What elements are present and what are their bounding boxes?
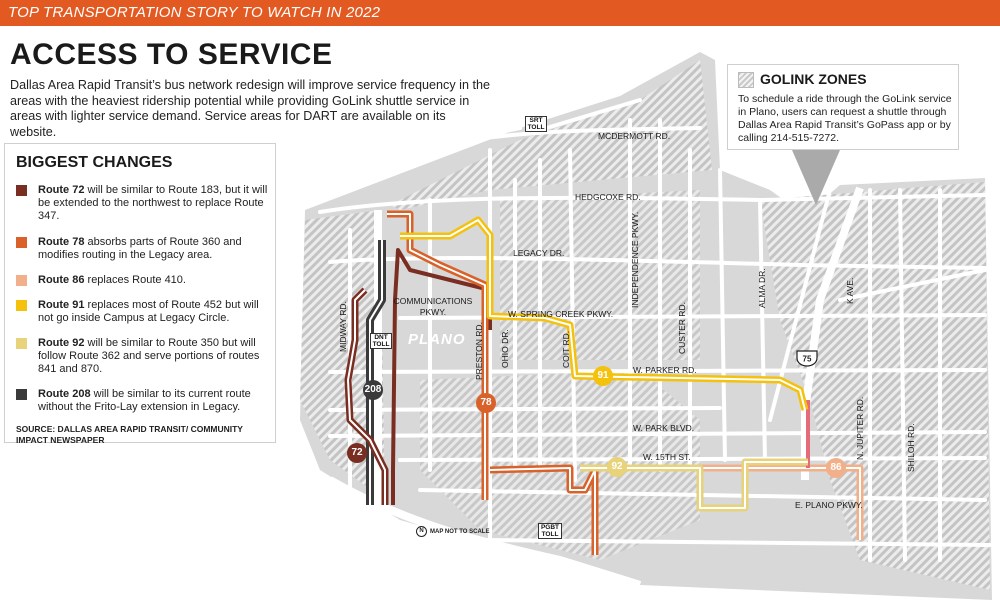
route-91-swatch bbox=[16, 300, 27, 311]
legend-route-name: Route 208 bbox=[38, 388, 91, 400]
legend-route-name: Route 92 bbox=[38, 337, 85, 349]
route-91-badge: 91 bbox=[593, 366, 613, 386]
legend-route-name: Route 91 bbox=[38, 299, 85, 311]
route-92-swatch bbox=[16, 338, 27, 349]
route-78-swatch bbox=[16, 237, 27, 248]
us-75-number: 75 bbox=[803, 355, 812, 364]
city-label: PLANO bbox=[408, 331, 466, 348]
legend-route-desc: will be similar to Route 183, but it wil… bbox=[38, 184, 268, 222]
golink-pointer bbox=[792, 150, 840, 205]
route-92-badge: 92 bbox=[607, 457, 627, 477]
route-92-line bbox=[580, 458, 808, 512]
road-label-jupiter: N. JUPITER RD. bbox=[855, 396, 865, 460]
route-86-swatch bbox=[16, 275, 27, 286]
golink-zones-title: GOLINK ZONES bbox=[760, 71, 867, 87]
road-label-midway: MIDWAY RD. bbox=[338, 301, 348, 352]
north-arrow-icon: N bbox=[416, 526, 427, 537]
route-72-swatch bbox=[16, 185, 27, 196]
golink-zone-east bbox=[760, 182, 990, 590]
road-label-mcdermott: MCDERMOTT RD. bbox=[598, 131, 671, 141]
legend-route-name: Route 86 bbox=[38, 274, 85, 286]
legend-route-desc: replaces most of Route 452 but will not … bbox=[38, 299, 259, 324]
legend-title: BIGGEST CHANGES bbox=[16, 154, 173, 171]
not-to-scale-text: MAP NOT TO SCALE bbox=[430, 529, 490, 536]
golink-zone-southwest bbox=[300, 210, 385, 500]
legend-route-name: Route 78 bbox=[38, 236, 85, 248]
road-label-custer: CUSTER RD. bbox=[677, 302, 687, 354]
road-label-15th: W. 15TH ST. bbox=[643, 452, 691, 462]
street-grid bbox=[318, 98, 992, 562]
golink-zones-text: To schedule a ride through the GoLink se… bbox=[738, 93, 952, 144]
banner-text: TOP TRANSPORTATION STORY TO WATCH IN 202… bbox=[8, 4, 381, 21]
road-label-preston: PRESTON RD. bbox=[474, 322, 484, 380]
route-86-line bbox=[700, 400, 864, 540]
road-label-communications: COMMUNICATIONS PKWY. bbox=[393, 296, 473, 317]
legend-panel: BIGGEST CHANGES Route 72 will be similar… bbox=[4, 143, 276, 445]
intro-paragraph: Dallas Area Rapid Transit’s bus network … bbox=[10, 78, 490, 139]
hatch-swatch-icon bbox=[738, 72, 754, 88]
us-75-shield-icon: 75 bbox=[796, 350, 818, 367]
legend-route-desc: will be similar to Route 350 but will fo… bbox=[38, 337, 260, 375]
road-label-plano-pkwy: E. PLANO PKWY. bbox=[795, 500, 863, 510]
route-208-badge: 208 bbox=[363, 380, 383, 400]
road-label-independence: INDEPENDENCE PKWY. bbox=[630, 211, 640, 308]
legend-item-route-72: Route 72 will be similar to Route 183, b… bbox=[16, 184, 268, 223]
route-91-line bbox=[400, 216, 809, 411]
legend-item-route-78: Route 78 absorbs parts of Route 360 and … bbox=[16, 236, 268, 262]
road-label-shiloh: SHILOH RD. bbox=[906, 423, 916, 472]
road-label-legacy: LEGACY DR. bbox=[513, 248, 565, 258]
road-label-parker: W. PARKER RD. bbox=[633, 365, 697, 375]
golink-zone-central bbox=[500, 190, 700, 360]
legend-route-desc: absorbs parts of Route 360 and modifies … bbox=[38, 236, 242, 261]
road-label-hedgcoxe: HEDGCOXE RD. bbox=[575, 192, 641, 202]
toll-dnt: DNT TOLL bbox=[370, 333, 392, 349]
toll-pgbt: PGBT TOLL bbox=[538, 523, 562, 539]
route-86-badge: 86 bbox=[826, 458, 846, 478]
road-label-alma: ALMA DR. bbox=[757, 268, 767, 308]
toll-srt: SRT TOLL bbox=[525, 116, 547, 132]
golink-zones-panel: GOLINK ZONES To schedule a ride through … bbox=[727, 64, 959, 150]
legend-route-desc: will be similar to its current route wit… bbox=[38, 388, 251, 413]
legend-item-route-208: Route 208 will be similar to its current… bbox=[16, 388, 268, 414]
route-78-badge: 78 bbox=[476, 393, 496, 413]
route-78-line bbox=[387, 210, 599, 555]
road-label-k-ave: K AVE. bbox=[845, 277, 855, 304]
route-208-line bbox=[366, 240, 386, 505]
road-label-park-blvd: W. PARK BLVD. bbox=[633, 423, 695, 433]
legend-item-route-92: Route 92 will be similar to Route 350 bu… bbox=[16, 337, 268, 376]
road-label-coit: COIT RD. bbox=[561, 330, 571, 368]
banner: TOP TRANSPORTATION STORY TO WATCH IN 202… bbox=[0, 0, 1000, 26]
route-72-badge: 72 bbox=[347, 443, 367, 463]
road-label-spring-creek: W. SPRING CREEK PKWY. bbox=[508, 309, 614, 319]
legend-item-route-91: Route 91 replaces most of Route 452 but … bbox=[16, 299, 268, 325]
road-label-ohio: OHIO DR. bbox=[500, 329, 510, 368]
page-title: ACCESS TO SERVICE bbox=[10, 38, 333, 71]
legend-route-name: Route 72 bbox=[38, 184, 85, 196]
legend-item-route-86: Route 86 replaces Route 410. bbox=[16, 274, 268, 287]
legend-route-desc: replaces Route 410. bbox=[84, 274, 186, 286]
source-note: SOURCE: DALLAS AREA RAPID TRANSIT/ COMMU… bbox=[16, 424, 243, 445]
route-208-swatch bbox=[16, 389, 27, 400]
